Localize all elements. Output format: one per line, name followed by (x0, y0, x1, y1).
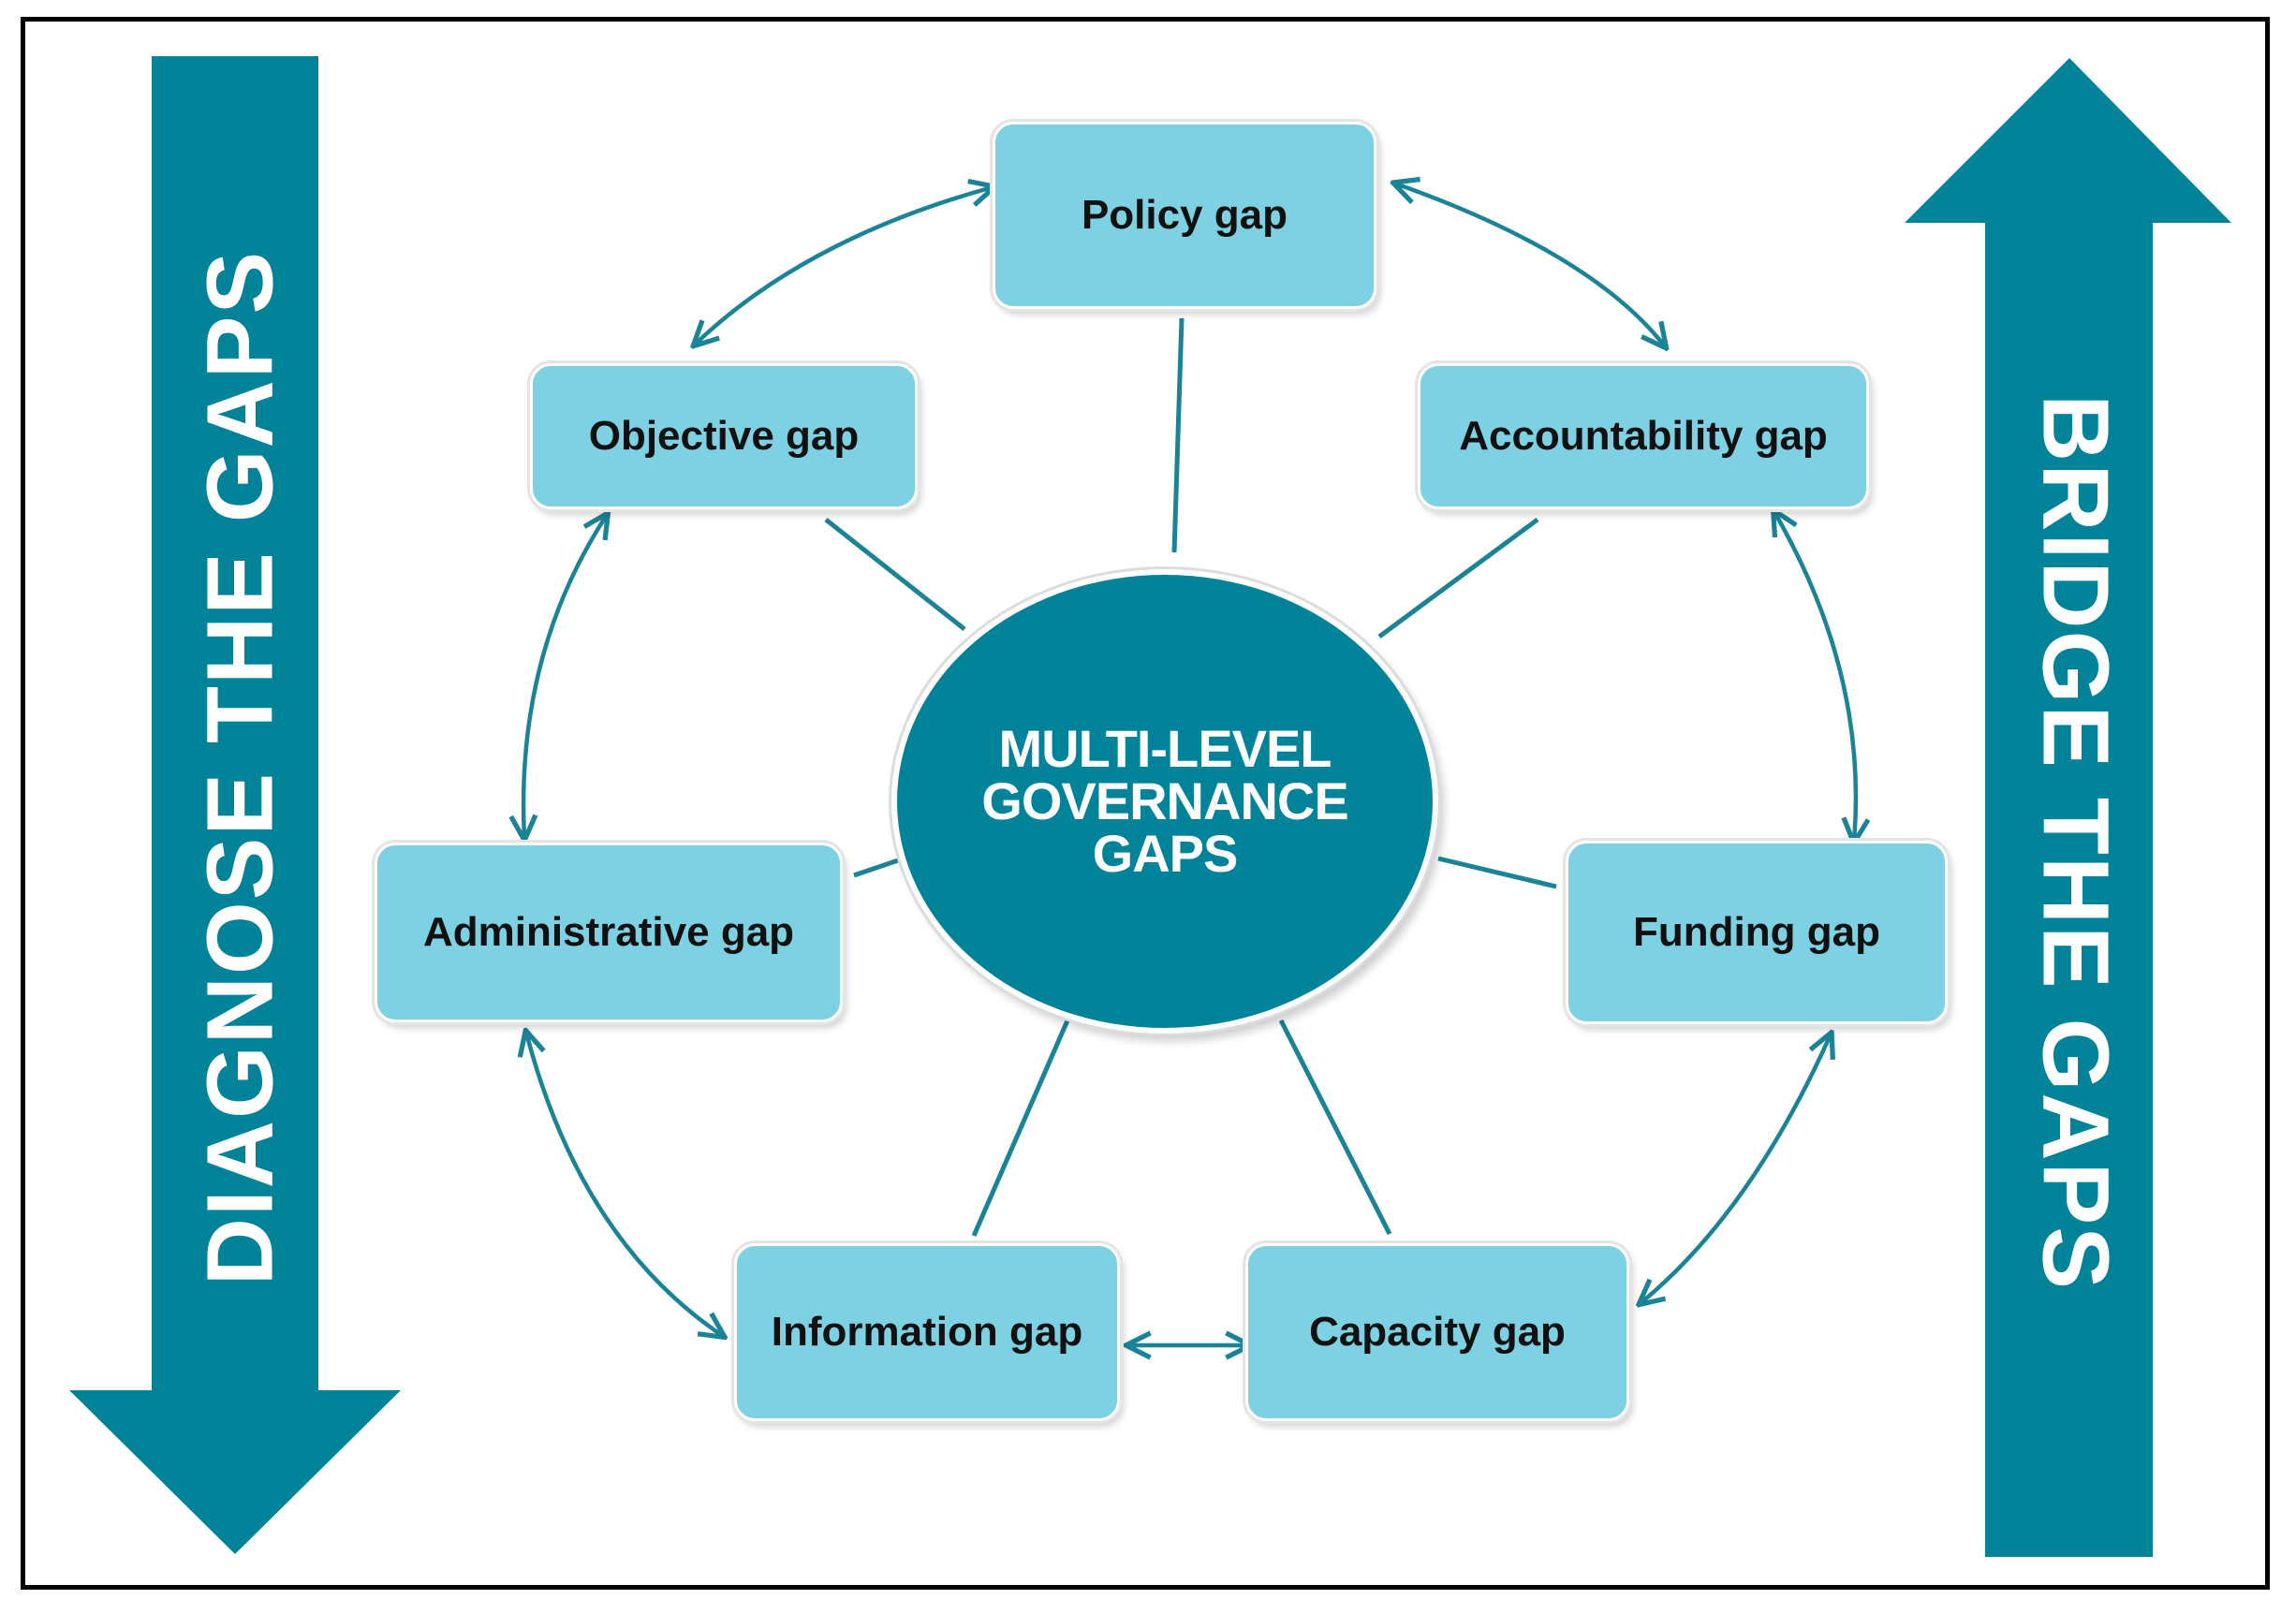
center-line-2: GOVERNANCE (981, 771, 1348, 830)
node-policy-gap-label: Policy gap (1081, 192, 1288, 238)
node-information-gap-label: Information gap (771, 1309, 1083, 1355)
center-circle: MULTI-LEVEL GOVERNANCE GAPS (891, 569, 1438, 1034)
node-objective-gap-label: Objective gap (588, 413, 860, 459)
spokes (824, 317, 1557, 1237)
node-accountability-gap-label: Accountability gap (1459, 413, 1828, 459)
bridge-arrow-label: BRIDGE THE GAPS (2023, 394, 2128, 1291)
spoke-information (971, 1020, 1070, 1237)
connector-policy-accountability (1395, 183, 1665, 346)
center-line-3: GAPS (1092, 824, 1239, 883)
node-administrative-gap-label: Administrative gap (422, 909, 795, 955)
node-funding-gap-label: Funding gap (1633, 909, 1880, 955)
connector-accountability-funding (1774, 512, 1856, 841)
node-funding-gap: Funding gap (1566, 841, 1948, 1024)
connectors (523, 183, 1856, 1345)
spoke-policy (1171, 317, 1185, 553)
node-capacity-gap: Capacity gap (1245, 1243, 1629, 1421)
diagnose-arrow-label: DIAGNOSE THE GAPS (187, 249, 293, 1286)
bridge-arrow (1905, 58, 2231, 1557)
spoke-administrative (853, 857, 902, 878)
diagnose-arrow (69, 56, 401, 1554)
center-line-1: MULTI-LEVEL (998, 719, 1332, 778)
connector-objective-policy (695, 187, 993, 345)
node-objective-gap: Objective gap (530, 363, 918, 509)
node-capacity-gap-label: Capacity gap (1309, 1309, 1566, 1355)
node-administrative-gap: Administrative gap (375, 843, 843, 1022)
node-information-gap: Information gap (734, 1243, 1120, 1421)
connector-funding-capacity (1641, 1034, 1831, 1303)
connector-information-administrative (526, 1033, 723, 1336)
spoke-capacity (1278, 1019, 1392, 1236)
spoke-objective (824, 518, 966, 631)
spoke-accountability (1377, 517, 1539, 639)
connector-administrative-objective (523, 515, 607, 838)
spoke-funding (1437, 856, 1557, 889)
node-accountability-gap: Accountability gap (1418, 363, 1869, 509)
node-policy-gap: Policy gap (993, 122, 1376, 309)
